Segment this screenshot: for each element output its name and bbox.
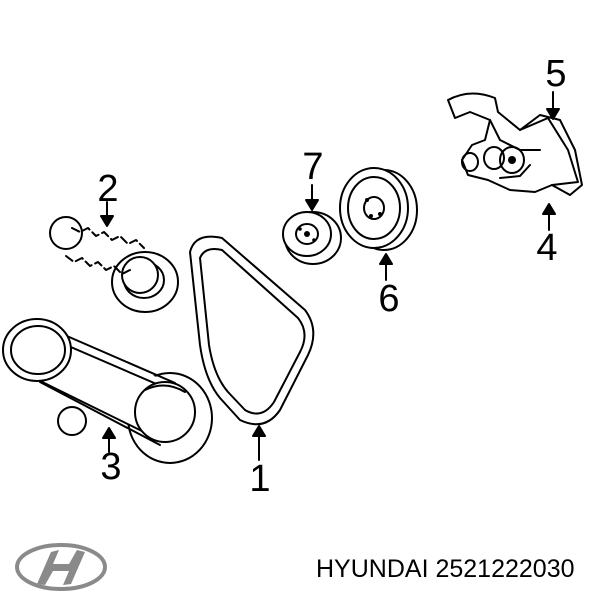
small-pulley-part-7 bbox=[282, 184, 342, 265]
callout-2: 2 bbox=[97, 168, 119, 210]
drive-belt-part-1 bbox=[189, 235, 315, 461]
large-pulley-part-6 bbox=[339, 167, 418, 281]
callout-7: 7 bbox=[302, 146, 324, 188]
water-pump-part-4-5 bbox=[447, 91, 583, 231]
callout-6: 6 bbox=[378, 278, 400, 320]
callout-1: 1 bbox=[249, 458, 271, 500]
leader-lines bbox=[100, 201, 116, 453]
callout-4: 4 bbox=[536, 227, 558, 269]
callout-3: 3 bbox=[100, 446, 122, 488]
bolt-set-part-2 bbox=[49, 216, 179, 313]
callout-5: 5 bbox=[545, 53, 567, 95]
tensioner-assembly-part-3 bbox=[2, 318, 213, 464]
hyundai-logo-icon bbox=[15, 542, 107, 597]
part-number-caption: HYUNDAI 2521222030 bbox=[316, 555, 575, 583]
